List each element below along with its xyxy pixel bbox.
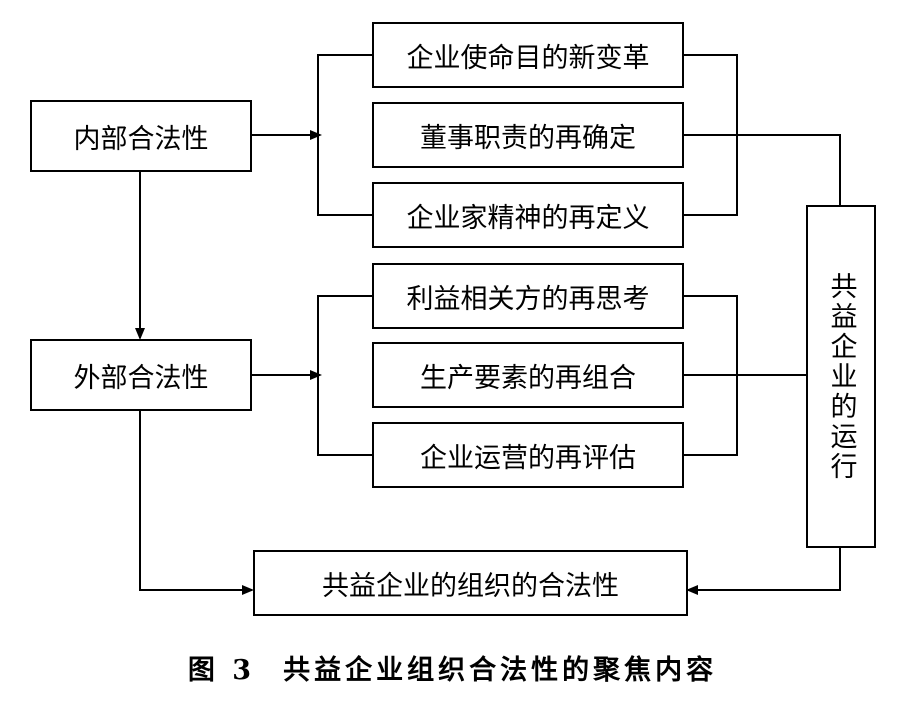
figure-caption: 图 3 共益企业组织合法性的聚焦内容 [0, 648, 905, 687]
internal-to-side-line [684, 134, 841, 205]
external-to-bottom-arrow [139, 410, 254, 595]
side-to-bottom-arrow [686, 548, 841, 595]
organization-legitimacy-box: 共益企业的组织的合法性 [253, 550, 688, 616]
external-item-box: 企业运营的再评估 [372, 422, 684, 488]
internal-item-box: 企业使命目的新变革 [372, 22, 684, 88]
figure-title: 共益企业组织合法性的聚焦内容 [283, 655, 718, 686]
figure-number: 图 3 [187, 655, 256, 686]
internal-item-box: 企业家精神的再定义 [372, 182, 684, 248]
internal-left-bracket [317, 54, 372, 216]
external-item-box: 利益相关方的再思考 [372, 263, 684, 329]
external-legitimacy-box: 外部合法性 [30, 339, 252, 411]
external-left-bracket [317, 295, 372, 456]
external-item-box: 生产要素的再组合 [372, 342, 684, 408]
operation-vertical-box: 共益企业的运行 [806, 205, 876, 548]
internal-item-box: 董事职责的再确定 [372, 102, 684, 168]
internal-legitimacy-box: 内部合法性 [30, 100, 252, 172]
